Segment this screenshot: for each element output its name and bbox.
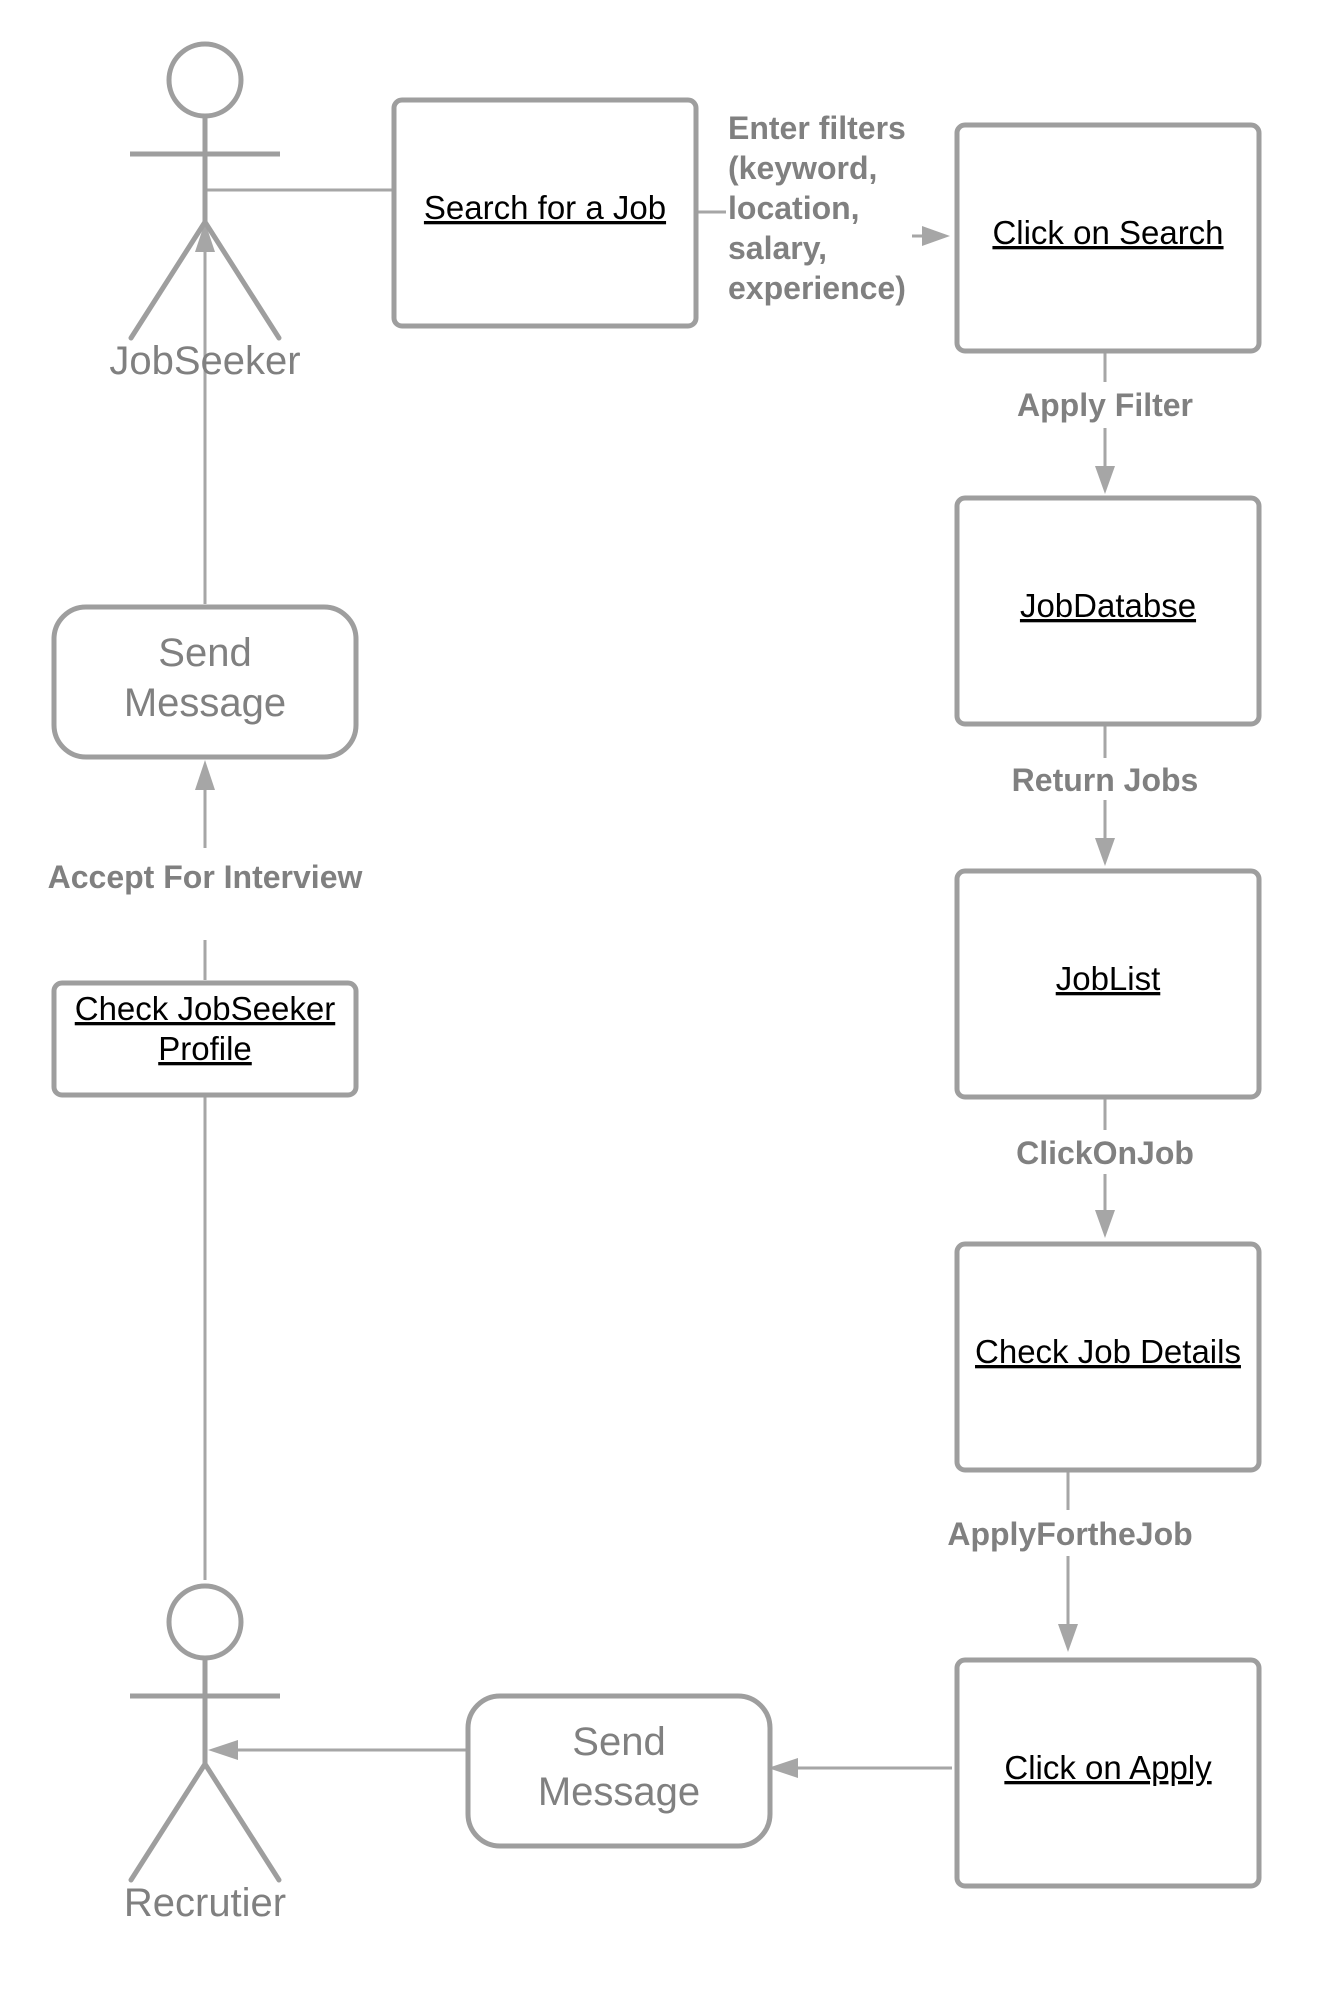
actor-recruiter-label: Recrutier (124, 1881, 286, 1925)
message-send-message-bottom-frame (465, 1693, 773, 1849)
box-check-jobseeker-profile-frame (51, 980, 359, 1098)
edge-label-enter-filters-line3: location, (728, 190, 860, 226)
box-job-list-label[interactable]: JobList (1056, 960, 1161, 997)
box-job-database[interactable]: JobDatabse (954, 495, 1262, 727)
edge-label-enter-filters: Enter filters (keyword, location, salary… (728, 110, 906, 306)
box-check-jobseeker-profile[interactable]: Check JobSeeker Profile (51, 980, 359, 1098)
box-job-list-frame (954, 868, 1262, 1100)
box-job-list[interactable]: JobList (954, 868, 1262, 1100)
box-check-job-details-frame (954, 1241, 1262, 1473)
box-search-for-job-label[interactable]: Search for a Job (424, 189, 666, 226)
arrowhead-job-details (1095, 1210, 1115, 1238)
box-click-on-search-label[interactable]: Click on Search (992, 214, 1223, 251)
box-click-on-search-frame (954, 122, 1262, 354)
edge-label-enter-filters-line5: experience) (728, 270, 906, 306)
arrowhead-click-apply (1058, 1624, 1078, 1652)
arrowhead-click-search (922, 226, 950, 246)
arrowhead-recruiter (208, 1740, 238, 1760)
message-send-message-bottom[interactable]: Send Message (465, 1693, 773, 1849)
connectors (195, 188, 1115, 1778)
message-send-message-top-frame (51, 604, 359, 760)
actor-jobseeker-label: JobSeeker (109, 339, 300, 383)
box-check-job-details[interactable]: Check Job Details (954, 1241, 1262, 1473)
actor-head-icon (166, 1583, 244, 1661)
actor-recruiter: Recrutier (124, 1583, 286, 1925)
actor-right-leg (202, 1761, 282, 1883)
actor-left-leg (128, 219, 208, 341)
box-job-database-frame (954, 495, 1262, 727)
box-click-on-apply[interactable]: Click on Apply (954, 1657, 1262, 1889)
edge-label-enter-filters-line1: Enter filters (728, 110, 906, 146)
edge-label-enter-filters-line2: (keyword, (728, 150, 877, 186)
actor-jobseeker: JobSeeker (109, 41, 301, 383)
box-click-on-search[interactable]: Click on Search (954, 122, 1262, 354)
edge-label-click-on-job: ClickOnJob (1016, 1135, 1194, 1171)
arrowhead-database (1095, 466, 1115, 494)
arrowhead-send-message-bottom (768, 1758, 798, 1778)
message-send-message-top-line2: Message (124, 681, 286, 725)
box-check-jobseeker-profile-label-line2[interactable]: Profile (158, 1030, 252, 1067)
box-click-on-apply-frame (954, 1657, 1262, 1889)
edge-label-apply-filter: Apply Filter (1017, 387, 1193, 423)
arrowhead-send-message-top (195, 760, 215, 790)
box-click-on-apply-label[interactable]: Click on Apply (1004, 1749, 1212, 1786)
message-send-message-top-line1: Send (158, 631, 251, 675)
actor-head-icon (166, 41, 244, 119)
message-send-message-top[interactable]: Send Message (51, 604, 359, 760)
message-send-message-bottom-line2: Message (538, 1770, 700, 1814)
box-job-database-label[interactable]: JobDatabse (1020, 587, 1196, 624)
actor-right-leg (202, 219, 282, 341)
message-send-message-bottom-line1: Send (572, 1720, 665, 1764)
box-search-for-job-frame (391, 97, 699, 329)
edge-label-accept-for-interview: Accept For Interview (48, 859, 363, 895)
edge-label-enter-filters-line4: salary, (728, 230, 827, 266)
box-search-for-job[interactable]: Search for a Job (391, 97, 699, 329)
actor-left-leg (128, 1761, 208, 1883)
arrowhead-joblist (1095, 838, 1115, 866)
arrowhead-jobseeker (195, 222, 215, 252)
edge-label-apply-for-job: ApplyFortheJob (947, 1516, 1192, 1552)
box-check-jobseeker-profile-label-line1[interactable]: Check JobSeeker (75, 990, 335, 1027)
edge-label-return-jobs: Return Jobs (1012, 762, 1199, 798)
box-check-job-details-label[interactable]: Check Job Details (975, 1333, 1241, 1370)
